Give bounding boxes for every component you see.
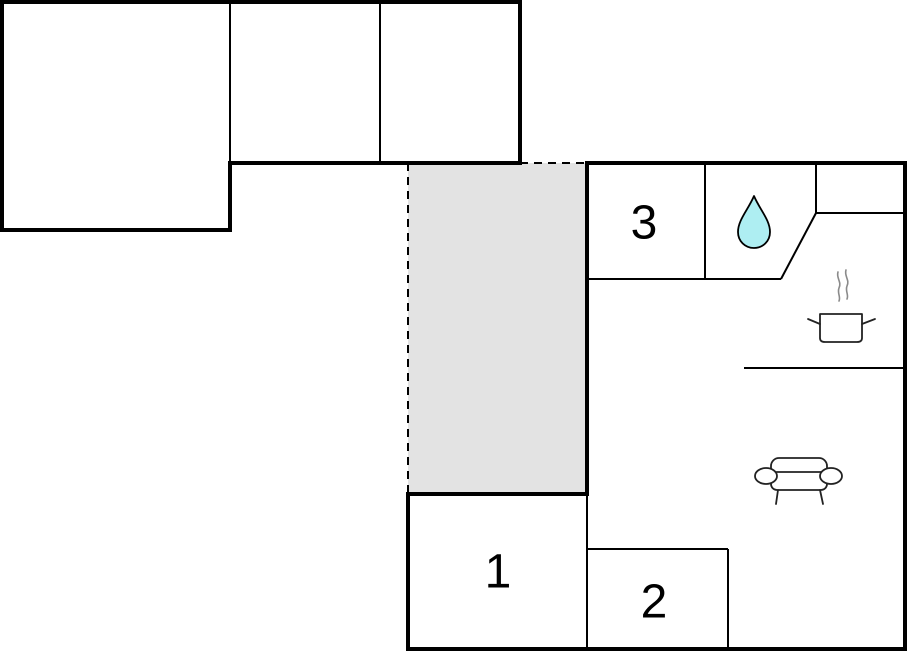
sofa-icon <box>754 457 843 505</box>
terrace-area <box>408 163 587 494</box>
main-building <box>406 161 907 651</box>
bedroom-3-label: 3 <box>631 197 658 250</box>
water-drop-icon <box>737 195 771 249</box>
bedroom-1-label: 1 <box>485 546 512 599</box>
bathroom-diagonal-wall <box>780 212 817 280</box>
cooking-pot-icon <box>807 269 876 343</box>
bedroom-2-label: 2 <box>641 576 668 629</box>
annex-building <box>0 0 522 232</box>
